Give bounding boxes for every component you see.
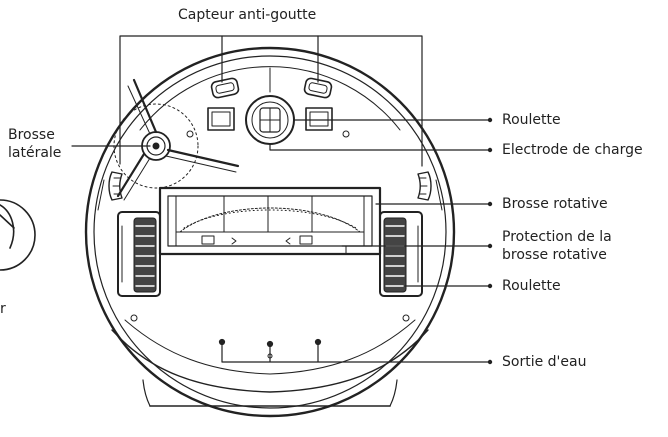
anti-drip-sensor-left: [210, 77, 240, 99]
leader-electrode-de-charge: [269, 143, 491, 151]
label-protection-line2: brosse rotative: [502, 247, 607, 263]
anti-drip-sensor-right: [303, 77, 333, 99]
edge-sensor-right: [417, 171, 432, 201]
label-protection-brosse-rotative: Protection de la brosse rotative: [502, 228, 612, 264]
screw-bottom-right: [402, 314, 410, 322]
leader-sortie-d-eau: [221, 343, 491, 363]
label-electrode-de-charge: Electrode de charge: [502, 142, 643, 158]
bottom-cap-left: [142, 379, 151, 407]
main-brush: [158, 186, 382, 256]
leader-lines: [71, 35, 493, 365]
mop-plate-inner: [124, 319, 416, 375]
leader-capteur-anti-goutte-outer: [119, 35, 423, 167]
label-roulette-top: Roulette: [502, 112, 561, 128]
label-protection-line1: Protection de la: [502, 229, 612, 245]
label-roulette-bottom: Roulette: [502, 278, 561, 294]
drive-wheel-left: [117, 211, 161, 297]
bottom-cap-right: [389, 379, 398, 407]
charging-electrode-left: [207, 107, 235, 131]
label-sortie-d-eau: Sortie d'eau: [502, 354, 587, 370]
outer-rim: [84, 46, 456, 418]
water-outlets: [218, 338, 322, 359]
label-brosse-laterale-line1: Brosse: [8, 127, 55, 143]
label-partial-left: r: [0, 301, 6, 317]
drive-wheel-right: [379, 211, 423, 297]
label-brosse-laterale-line2: latérale: [8, 145, 62, 161]
inner-arc: [139, 66, 401, 131]
inner-rim: [93, 55, 447, 409]
left-edge-rib: [97, 179, 105, 211]
cropped-left-object: [0, 199, 36, 271]
screw-bottom-left: [130, 314, 138, 322]
leader-capteur-anti-goutte: [221, 35, 319, 83]
right-edge-rib: [435, 179, 443, 211]
label-brosse-rotative: Brosse rotative: [502, 196, 608, 212]
label-brosse-laterale: Brosse latérale: [8, 126, 61, 162]
screw-hole-left: [186, 130, 194, 138]
charging-electrode-right: [305, 107, 333, 131]
edge-sensor-left: [108, 171, 123, 201]
label-capteur-anti-goutte: Capteur anti-goutte: [178, 7, 317, 23]
front-caster-wheel: [245, 67, 295, 145]
screw-hole-right: [342, 130, 350, 138]
